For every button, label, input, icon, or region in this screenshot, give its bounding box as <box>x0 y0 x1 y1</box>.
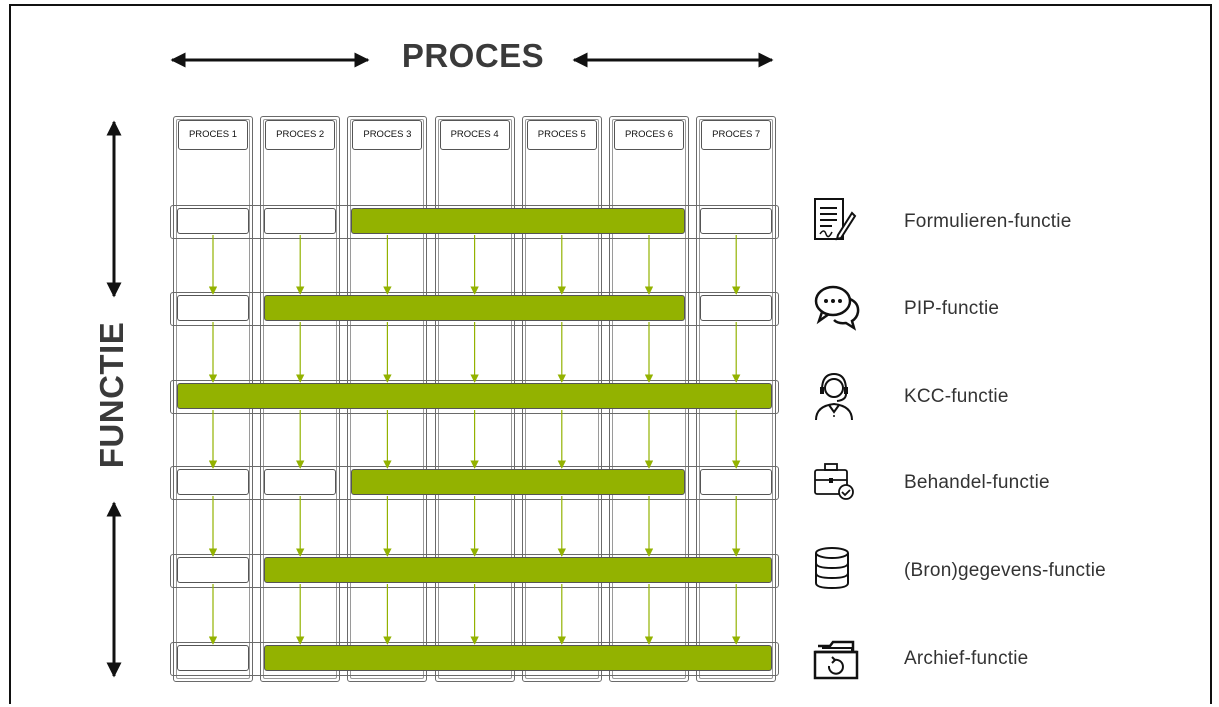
briefcase-check-icon <box>812 458 862 508</box>
function-label: (Bron)gegevens-functie <box>904 560 1106 581</box>
chat-bubbles-icon <box>812 284 862 334</box>
function-bar <box>264 295 685 321</box>
process-header: PROCES 3 <box>352 120 423 150</box>
function-bar <box>351 208 685 234</box>
function-label: Archief-functie <box>904 648 1029 669</box>
function-bar <box>264 557 773 583</box>
empty-cell <box>264 208 337 234</box>
form-signature-icon <box>812 197 862 247</box>
function-label: PIP-functie <box>904 298 1000 319</box>
empty-cell <box>177 645 249 671</box>
function-label: Formulieren-functie <box>904 211 1072 232</box>
empty-cell <box>700 208 773 234</box>
archive-box-icon <box>812 634 862 684</box>
diagram-frame <box>9 4 1212 704</box>
empty-cell <box>177 208 249 234</box>
process-header: PROCES 6 <box>614 120 684 150</box>
function-bar <box>264 645 773 671</box>
process-header: PROCES 1 <box>178 120 248 150</box>
function-label: Behandel-functie <box>904 472 1050 493</box>
process-header: PROCES 7 <box>701 120 772 150</box>
function-bar <box>177 383 773 409</box>
empty-cell <box>177 469 249 495</box>
empty-cell <box>177 557 249 583</box>
empty-cell <box>177 295 249 321</box>
function-label: KCC-functie <box>904 386 1009 407</box>
empty-cell <box>700 295 773 321</box>
process-header: PROCES 4 <box>439 120 510 150</box>
function-bar <box>351 469 685 495</box>
empty-cell <box>264 469 337 495</box>
database-icon <box>812 546 862 596</box>
empty-cell <box>700 469 773 495</box>
proces-title: PROCES <box>401 37 545 74</box>
headset-agent-icon <box>812 372 862 422</box>
process-header: PROCES 2 <box>265 120 336 150</box>
process-header: PROCES 5 <box>526 120 597 150</box>
